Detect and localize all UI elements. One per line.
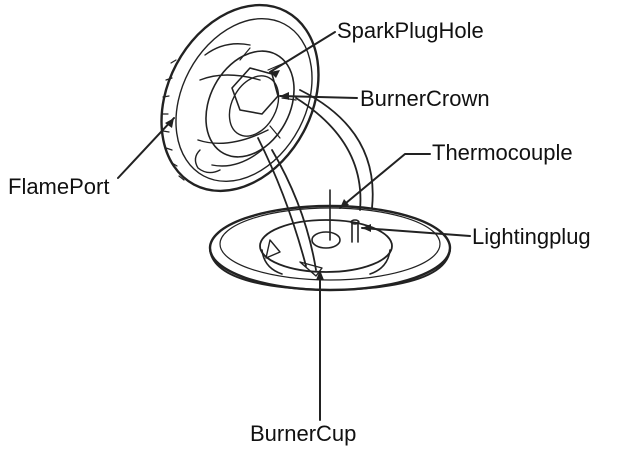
burner-crown-arrowhead bbox=[280, 92, 289, 100]
lighting-plug-arrowhead bbox=[362, 224, 371, 232]
burner-cup-label: BurnerCup bbox=[250, 421, 357, 446]
spark-plug-arrowhead bbox=[270, 70, 280, 78]
spark-plug-hole-label: SparkPlugHole bbox=[337, 18, 484, 43]
burner-crown-label: BurnerCrown bbox=[360, 86, 490, 111]
burner-cup-arrowhead bbox=[316, 270, 324, 280]
burner-crown-drawing bbox=[160, 3, 320, 193]
flame-port-label: FlamePort bbox=[8, 174, 110, 199]
thermocouple-label: Thermocouple bbox=[432, 140, 573, 165]
lighting-plug-label: Lightingplug bbox=[472, 224, 591, 249]
leader-lines bbox=[117, 31, 471, 421]
flame-port-arrowhead bbox=[165, 118, 174, 128]
assembly-arrows bbox=[257, 89, 374, 271]
burner-cup-drawing bbox=[208, 189, 452, 292]
thermocouple-arrowhead bbox=[340, 199, 349, 208]
